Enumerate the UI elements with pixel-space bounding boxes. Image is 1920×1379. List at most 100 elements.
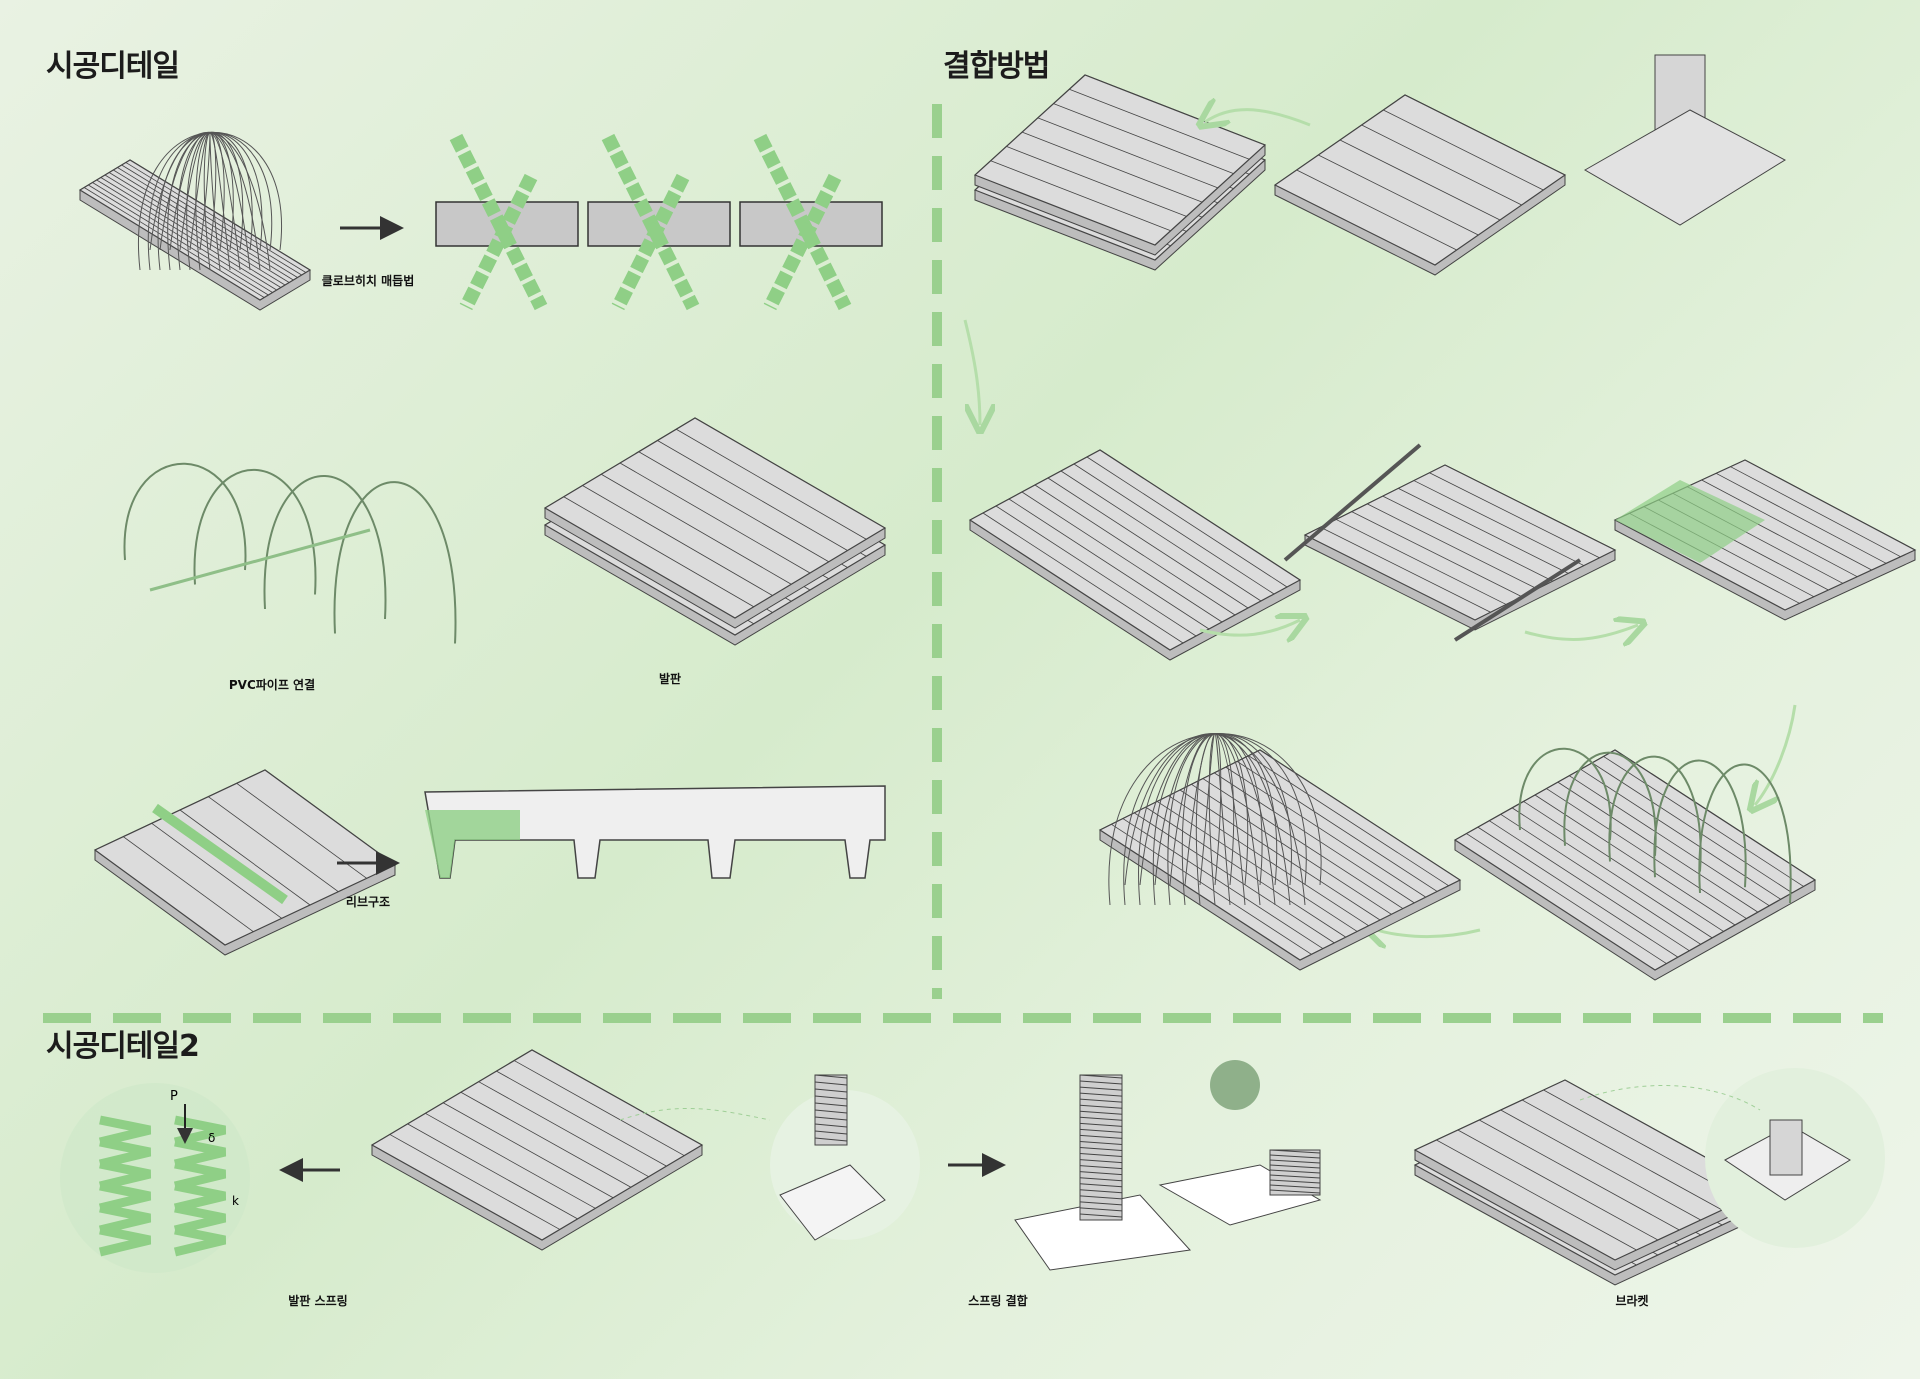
spring-coil: [173, 1181, 227, 1213]
flow-arrow: [1755, 704, 1797, 805]
spring-column-coil: [1079, 1110, 1123, 1115]
join-deck-arches-plank-line: [1511, 807, 1713, 939]
bracket-deck-upper-plank-line: [1479, 1119, 1680, 1231]
spring-column-coil: [1079, 1177, 1123, 1182]
spring-column-coil: [1079, 1140, 1123, 1145]
deck-with-mesh-plank-line: [121, 164, 302, 276]
join-deck-spring-plank-line: [1361, 124, 1522, 206]
join-deck-arches-plank-line: [1591, 762, 1793, 894]
join-deck-spring-plank-line: [1339, 139, 1501, 221]
deck-spring-board-plank-line: [442, 1102, 614, 1199]
flow-arrow: [1524, 625, 1638, 639]
flow-arrow: [1370, 928, 1481, 937]
side-board: [1283, 443, 1422, 562]
join-deck-arches-plank-line: [1500, 813, 1701, 945]
spring-load-label: P: [170, 1089, 178, 1104]
deck-upper-plank-line: [563, 496, 754, 608]
spring-coil: [98, 1137, 152, 1169]
label-clove-hitch: 클로브히치 매듭법: [321, 274, 415, 288]
join-deck-assembly-1-plank-line: [995, 505, 1197, 637]
join-deck-assembly-3-plank-line: [1730, 466, 1901, 558]
highlight-panel: [1615, 480, 1765, 563]
spring-column-coil: [1079, 1207, 1123, 1212]
spring-deflection-label: δ: [208, 1131, 215, 1145]
join-deck-arches-plank-line: [1489, 820, 1690, 952]
deck-with-mesh-plank-line: [83, 187, 265, 298]
pvc-pipe-arch: [1698, 763, 1792, 904]
join-deck-assembly-1-plank-line: [1008, 498, 1210, 630]
spring-column-coil: [1079, 1074, 1123, 1079]
bracket-deck-upper-plank-line: [1436, 1139, 1637, 1251]
zoom-leader-line: [1579, 1085, 1761, 1111]
spring-coil: [814, 1081, 848, 1086]
spring-coil: [173, 1225, 227, 1257]
deck-spring-board-plank-line: [514, 1060, 685, 1156]
spring-column-coil: [1079, 1104, 1123, 1109]
spring-column-coil: [1079, 1213, 1123, 1218]
spring-segment-coil: [1269, 1159, 1321, 1164]
label-pvc-pipe: PVC파이프 연결: [228, 678, 316, 692]
rope: [459, 173, 538, 311]
join-deck-spring-plank-line: [1383, 109, 1544, 191]
mesh-structure: [149, 131, 271, 271]
join-deck-assembly-1-plank-line: [1086, 456, 1288, 588]
join-deck-assembly-2-plank-line: [1413, 480, 1585, 566]
pvc-pipe-arch: [1518, 747, 1612, 841]
spring-column-coil: [1079, 1153, 1123, 1158]
spring-column-coil: [1079, 1134, 1123, 1139]
join-deck-assembly-1-plank-line: [1060, 470, 1262, 602]
deck-upper-plank-line: [619, 462, 811, 574]
spring-column-coil: [1079, 1092, 1123, 1097]
join-deck-spring-plank-line: [1296, 169, 1457, 251]
vertical-divider: [932, 104, 942, 999]
pvc-pipe-arch: [263, 475, 387, 620]
flow-arrow: [1199, 620, 1300, 635]
join-deck-spring-plank-line: [1318, 154, 1479, 236]
rope: [753, 133, 852, 311]
flow-arrow: [1205, 110, 1311, 125]
section-title-joining-method: 결합방법: [943, 49, 1050, 84]
rib-deck-plank-line: [151, 823, 282, 919]
join-deck-assembly-1-plank-line: [1034, 484, 1236, 616]
pvc-pipe-arch: [193, 468, 317, 595]
deck-spring-board-plank-line: [407, 1123, 578, 1220]
spring-segment-coil: [1269, 1174, 1321, 1179]
deck-upper-plank-line: [676, 428, 867, 540]
label-deck: 발판: [658, 672, 682, 686]
section-title-construction-detail-2: 시공디테일2: [46, 1029, 200, 1064]
label-deck-spring: 발판 스프링: [288, 1294, 348, 1308]
join-deck-top-plank-line: [1021, 131, 1203, 203]
spring-column-coil: [1079, 1183, 1123, 1188]
spring-base-plate: [779, 1164, 886, 1241]
pvc-pipe-connector: [149, 528, 371, 592]
spring-segment-coil: [1269, 1149, 1321, 1154]
join-deck-mesh-plank-line: [1179, 789, 1381, 921]
rope: [611, 173, 690, 311]
deck-with-mesh-plank-line: [92, 182, 273, 293]
bracket-tube: [1769, 1119, 1803, 1176]
spring-segment-coil: [1269, 1154, 1321, 1159]
pvc-pipe-arch: [123, 462, 247, 571]
deck-upper-plank-line: [657, 440, 848, 551]
join-deck-arches-plank-line: [1466, 833, 1667, 964]
spring-coil: [814, 1123, 848, 1128]
bracket-deck-upper-plank-line: [1521, 1099, 1723, 1211]
deck-with-mesh-plank-line: [100, 177, 282, 288]
join-deck-assembly-2-plank-line: [1429, 472, 1600, 559]
join-deck-assembly-1-plank-line: [982, 512, 1184, 644]
spring-column-coil: [1079, 1159, 1123, 1164]
mesh-structure: [1124, 733, 1306, 906]
spring-coil: [814, 1109, 848, 1114]
deck-with-mesh-plank-line: [88, 184, 269, 296]
join-deck-mesh-plank-line: [1214, 772, 1415, 904]
spring-segment-coil: [1269, 1179, 1321, 1184]
join-deck-assembly-2-plank-line: [1398, 487, 1569, 574]
join-deck-mesh-plank-line: [1248, 755, 1449, 887]
deck-upper-plank-line: [601, 473, 792, 585]
spring-column-coil: [1079, 1116, 1123, 1121]
join-deck-arches-plank-line: [1477, 826, 1679, 958]
bracket-deck-upper-plank-line: [1500, 1109, 1701, 1221]
join-deck-mesh-plank-line: [1156, 801, 1358, 932]
bracket-deck-upper-plank-line: [1457, 1129, 1659, 1241]
